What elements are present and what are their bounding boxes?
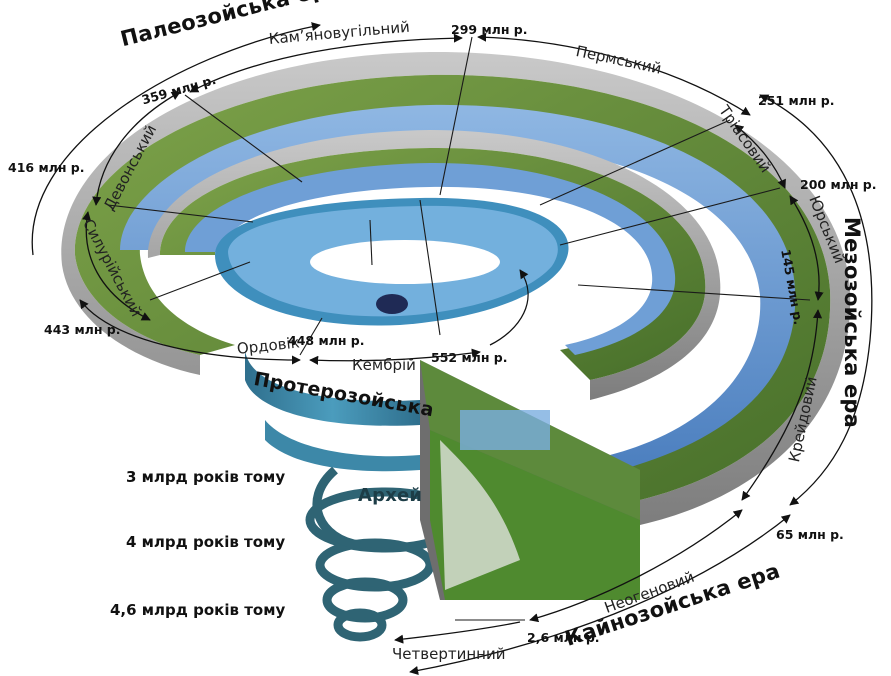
boundary-2-6: 2,6 млн р. [527,630,600,645]
era-archean: Архей [358,485,423,506]
boundary-443: 443 млн р. [44,322,121,337]
boundary-552: 552 млн р. [431,350,508,365]
cenozoic-block [420,360,640,600]
period-cambrian: Кембрій [352,356,416,374]
spiral-inner-ring [147,130,721,400]
proterozoic-band [245,350,420,472]
boundary-200: 200 млн р. [800,177,877,192]
age-3-billion: 3 млрд років тому [126,468,286,486]
boundary-251: 251 млн р. [758,93,835,108]
time-arrows [31,22,873,675]
period-quaternary: Четвертинний [392,645,506,663]
boundary-416: 416 млн р. [8,160,85,175]
boundary-448: 448 млн р. [288,333,365,348]
archean-coil [305,466,465,642]
age-4-billion: 4 млрд років тому [126,533,286,551]
period-dividers [107,36,811,621]
age-4-6-billion: 4,6 млрд років тому [110,601,286,619]
innermost-disk [215,197,569,326]
boundary-299: 299 млн р. [451,22,528,37]
boundary-65: 65 млн р. [776,527,844,542]
